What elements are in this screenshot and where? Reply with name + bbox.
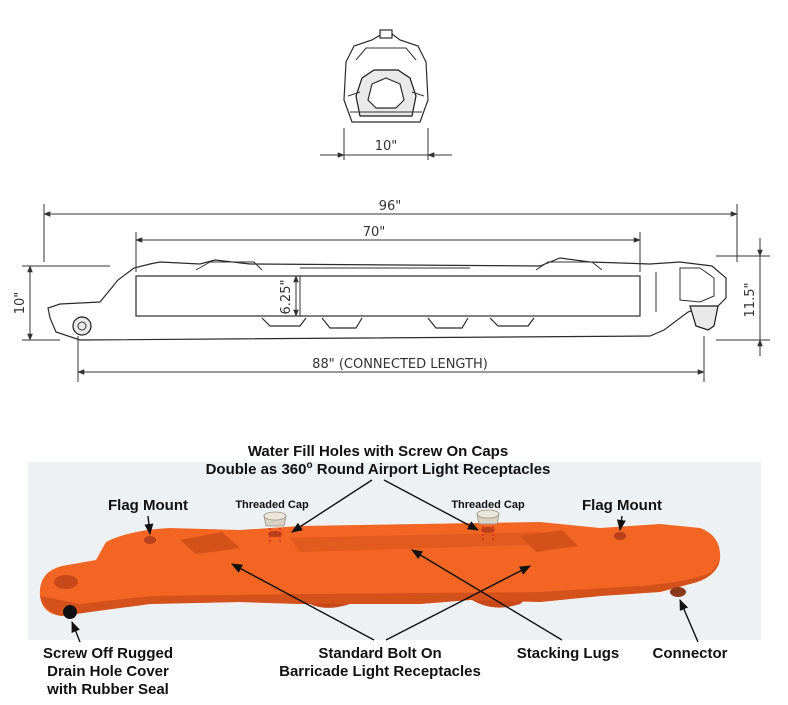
right-height-dimension: 11.5" xyxy=(716,238,770,356)
barricade-photo xyxy=(39,522,721,619)
overall-length-label: 96" xyxy=(379,199,402,214)
flag-mount-left-label: Flag Mount xyxy=(108,497,188,514)
end-width-label: 10" xyxy=(375,139,398,154)
bolt-callout-line2: Barricade Light Receptacles xyxy=(279,663,481,680)
end-width-dimension: 10" xyxy=(320,128,452,160)
connector-label: Connector xyxy=(653,645,728,662)
bolt-callout-line1: Standard Bolt On xyxy=(318,645,441,662)
leader-arrows xyxy=(71,479,699,643)
connected-length-label: 88" (CONNECTED LENGTH) xyxy=(312,357,488,372)
drain-callout-line2: Drain Hole Cover xyxy=(47,663,169,680)
threaded-cap-left xyxy=(263,511,287,542)
water-fill-callout-line2: Double as 360o Round Airport Light Recep… xyxy=(206,460,551,478)
threaded-cap-right xyxy=(476,509,500,540)
inner-height-label: 6.25" xyxy=(279,280,294,315)
side-view-drawing xyxy=(47,257,727,341)
left-height-dimension: 10" xyxy=(13,265,110,341)
right-height-label: 11.5" xyxy=(743,283,758,318)
connected-length-dimension: 88" (CONNECTED LENGTH) xyxy=(77,336,705,382)
drain-callout-line3: with Rubber Seal xyxy=(46,681,169,698)
water-fill-callout-line1: Water Fill Holes with Screw On Caps xyxy=(248,443,508,460)
inner-length-label: 70" xyxy=(363,225,386,240)
threaded-cap-left-label: Threaded Cap xyxy=(235,499,309,511)
inner-height-dimension: 6.25" xyxy=(279,275,299,317)
inner-length-dimension: 70" xyxy=(135,225,641,272)
stacking-lugs-label: Stacking Lugs xyxy=(517,645,620,662)
threaded-cap-right-label: Threaded Cap xyxy=(451,499,525,511)
left-height-label: 10" xyxy=(13,292,28,315)
overall-length-dimension: 96" xyxy=(43,199,738,262)
flag-mount-right-label: Flag Mount xyxy=(582,497,662,514)
end-view-drawing xyxy=(343,29,429,123)
drain-callout-line1: Screw Off Rugged xyxy=(43,645,173,662)
